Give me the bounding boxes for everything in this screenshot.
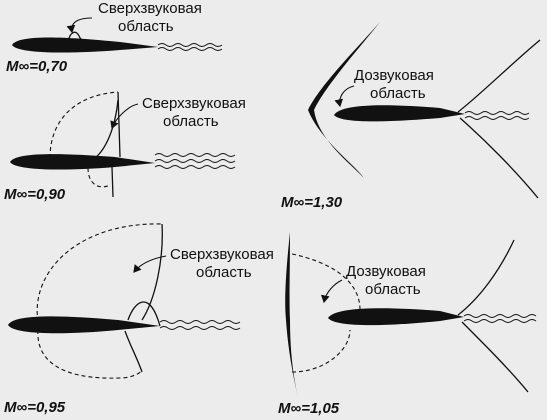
shock-wave	[127, 301, 161, 327]
airfoil	[334, 105, 465, 122]
shock-wave	[94, 99, 119, 159]
panel-mach-105: Дозвуковая область M∞=1,05	[278, 232, 537, 417]
wake	[463, 319, 537, 323]
region-label: область	[118, 18, 174, 35]
airfoil	[8, 316, 160, 334]
airfoil	[328, 308, 464, 326]
airfoil	[12, 37, 158, 53]
region-label: Дозвуковая	[346, 263, 426, 280]
wake	[154, 165, 236, 169]
region-label: Дозвуковая	[354, 67, 434, 84]
region-label: область	[163, 113, 219, 130]
region-label: Сверхзвуковая	[98, 0, 202, 17]
trailing-shock	[457, 239, 515, 316]
leader-arrow	[334, 85, 355, 108]
sonic-line-dashed	[36, 223, 163, 323]
sonic-line-dashed	[49, 91, 119, 159]
region-label: область	[365, 281, 421, 298]
trailing-shock	[457, 39, 541, 113]
shock-wave	[111, 166, 114, 198]
region-label: область	[196, 264, 252, 281]
wake	[159, 320, 241, 324]
mach-label: M∞=0,95	[4, 399, 66, 416]
bow-shock	[285, 232, 298, 398]
wake	[463, 314, 537, 318]
sonic-line-dashed	[37, 329, 143, 379]
sonic-line-dashed	[291, 253, 361, 311]
sonic-line-dashed	[291, 329, 351, 373]
mach-label: M∞=1,05	[278, 400, 340, 417]
region-label: Сверхзвуковая	[170, 246, 274, 263]
wake	[157, 43, 223, 47]
panel-mach-095: Сверхзвуковая область M∞=0,95	[4, 223, 274, 416]
leader-arrow	[110, 103, 139, 130]
panel-mach-070: Сверхзвуковая область M∞=0,70	[6, 0, 223, 75]
panel-mach-130: Дозвуковая область M∞=1,30	[281, 22, 541, 211]
wake	[464, 111, 530, 115]
mach-label: M∞=1,30	[281, 194, 343, 211]
leader-arrow	[320, 279, 343, 304]
wake	[154, 159, 236, 163]
panel-mach-090: Сверхзвуковая область M∞=0,90	[4, 91, 246, 203]
airfoil	[10, 154, 155, 170]
mach-label: M∞=0,90	[4, 186, 66, 203]
wake	[157, 47, 223, 51]
wake	[154, 153, 236, 157]
wake	[464, 116, 530, 120]
trailing-shock	[459, 117, 539, 199]
wake	[159, 326, 241, 330]
mach-label: M∞=0,70	[6, 58, 68, 75]
leader-arrow	[66, 17, 93, 34]
leader-arrow	[133, 255, 167, 273]
sonic-line-dashed	[87, 167, 111, 188]
shock-wave	[124, 330, 143, 373]
region-label: Сверхзвуковая	[142, 95, 246, 112]
shock-wave	[141, 223, 163, 321]
region-label: область	[370, 85, 426, 102]
trailing-shock	[461, 321, 529, 393]
